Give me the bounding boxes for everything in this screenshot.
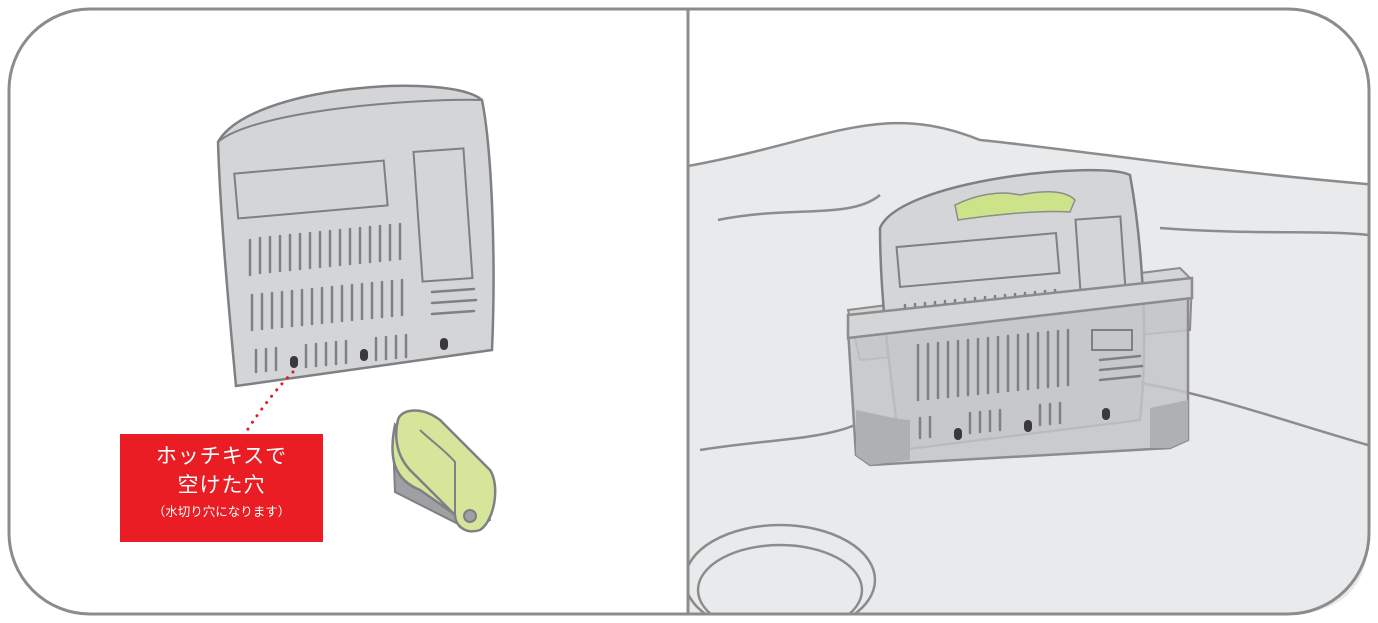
callout-line-3: （水切り穴になります） xyxy=(120,502,323,522)
callout-line-2: 空けた穴 xyxy=(120,471,323,500)
newspaper-drawing xyxy=(218,86,494,386)
stapler-drawing xyxy=(392,411,495,532)
right-panel xyxy=(685,0,1378,623)
callout-line-1: ホッチキスで xyxy=(120,442,323,471)
staple-hole-callout: ホッチキスで 空けた穴 （水切り穴になります） xyxy=(120,434,323,542)
